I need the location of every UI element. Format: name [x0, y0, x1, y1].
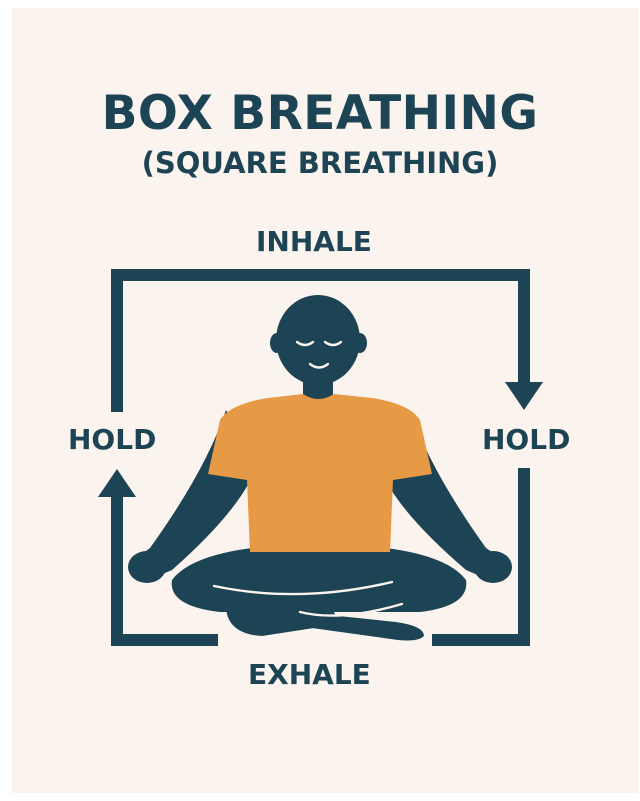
step-label-hold-right: HOLD [482, 423, 570, 456]
person-hand-left [128, 551, 166, 583]
person-foot-right [300, 612, 424, 641]
meditating-person-icon [128, 295, 512, 641]
person-ear-right [353, 333, 367, 353]
person-hand-right [474, 551, 512, 583]
hold-left-arrow-icon [98, 469, 136, 497]
person-shirt [208, 394, 432, 552]
hold-right-arrow-icon [505, 382, 543, 410]
person-head [276, 295, 360, 385]
step-label-exhale: EXHALE [248, 658, 371, 691]
person-legs [172, 548, 467, 612]
step-label-hold-left: HOLD [68, 423, 156, 456]
step-label-inhale: INHALE [256, 225, 372, 258]
person-ear-left [270, 333, 284, 353]
